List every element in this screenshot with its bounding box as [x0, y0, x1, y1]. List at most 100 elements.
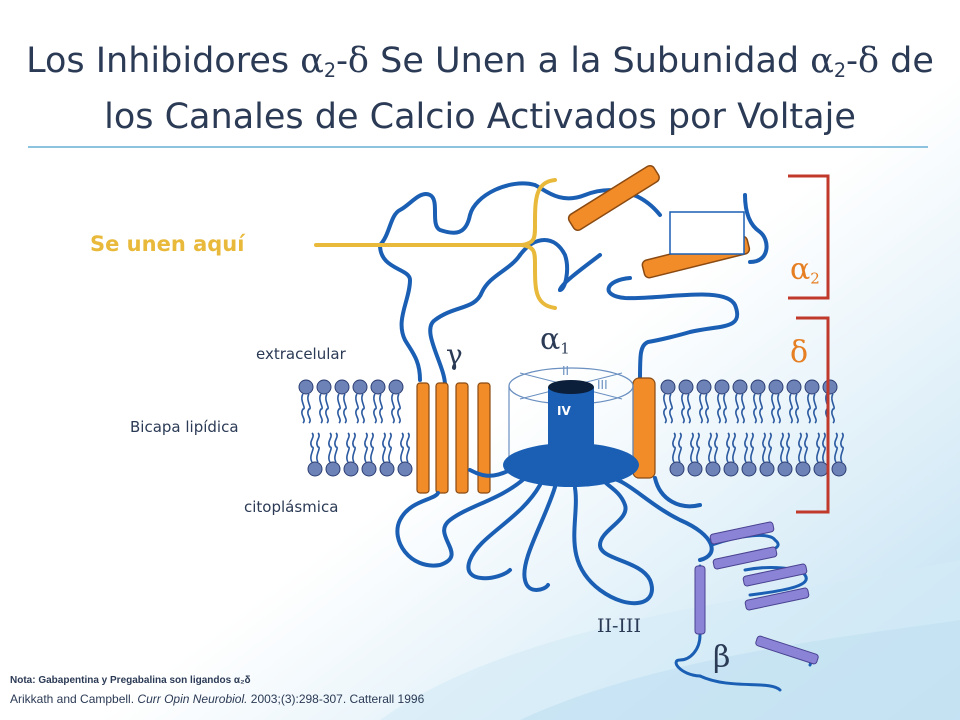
lipid-head	[397, 461, 413, 477]
gamma-subunit	[416, 382, 491, 494]
lipid-tail	[325, 393, 329, 424]
lipid-tail	[328, 432, 332, 463]
lipid-head	[732, 379, 748, 395]
gamma-label: γ	[446, 338, 463, 371]
lipid-tail	[310, 432, 314, 463]
lipid-tail	[678, 432, 682, 463]
lipid-tail	[786, 432, 790, 463]
lipid-tail	[762, 432, 766, 463]
lipid-head	[678, 379, 694, 395]
alpha1-label: α1	[540, 322, 570, 358]
lipid-tail	[696, 432, 700, 463]
lipid-head	[768, 379, 784, 395]
lipid-head	[714, 379, 730, 395]
domain-III-label: III	[597, 378, 608, 392]
bind-here-label: Se unen aquí	[90, 232, 245, 256]
binding-site-brace	[314, 178, 557, 310]
lipid-tail	[361, 393, 365, 424]
lipid-tail	[804, 432, 808, 463]
lipid-head	[325, 461, 341, 477]
lipid-tail	[753, 393, 757, 424]
lipid-head	[723, 461, 739, 477]
lipid-tail	[663, 393, 667, 424]
lipid-tail	[768, 432, 772, 463]
lipid-tail	[705, 393, 709, 424]
ref-authors: Arikkath and Campbell.	[10, 692, 138, 706]
lipid-tail	[789, 393, 793, 424]
lipid-head	[660, 379, 676, 395]
lipid-tail	[699, 393, 703, 424]
lipid-tail	[316, 432, 320, 463]
lipid-tail	[681, 393, 685, 424]
lipid-tail	[795, 393, 799, 424]
lipid-head	[370, 379, 386, 395]
lipid-head	[352, 379, 368, 395]
lipid-head	[786, 379, 802, 395]
lipid-head	[343, 461, 359, 477]
title-part1: Los Inhibidores	[26, 41, 301, 81]
lipid-tail	[831, 393, 835, 424]
lipid-tail	[822, 432, 826, 463]
lipid-tail	[780, 432, 784, 463]
cytoplasmic-label: citoplásmica	[244, 498, 339, 516]
lipid-tail	[708, 432, 712, 463]
lipid-tail	[346, 432, 350, 463]
alpha1-pore	[503, 367, 639, 487]
lipid-head	[361, 461, 377, 477]
title-delta-b: -δ	[846, 41, 880, 81]
lipid-tail	[726, 432, 730, 463]
alpha1-sub: 1	[560, 339, 570, 358]
title-part2: Se Unen a la Subunidad	[369, 41, 811, 81]
lipid-tail	[319, 393, 323, 424]
alpha2-symbol: α	[790, 252, 811, 287]
alpha2-helices	[567, 164, 751, 279]
lipid-tail	[307, 393, 311, 424]
title-sub-b: 2	[833, 58, 847, 82]
lipid-tail	[741, 393, 745, 424]
extracellular-label: extracelular	[256, 345, 346, 363]
lipid-head	[298, 379, 314, 395]
lipid-tail	[406, 432, 410, 463]
lipid-tail	[343, 393, 347, 424]
lipid-tail	[397, 393, 401, 424]
loop-II-III-label: II-III	[597, 615, 641, 637]
title-sub: 2	[323, 58, 337, 82]
lipid-tail	[840, 432, 844, 463]
lipid-tail	[771, 393, 775, 424]
lipid-head	[822, 379, 838, 395]
lipid-head	[316, 379, 332, 395]
lipid-head	[777, 461, 793, 477]
lipid-tail	[750, 432, 754, 463]
title-part3: de	[879, 41, 934, 81]
lipid-tail	[777, 393, 781, 424]
lipid-head	[687, 461, 703, 477]
lipid-tail	[813, 393, 817, 424]
title-alpha-b: α	[810, 41, 834, 81]
lipid-tail	[732, 432, 736, 463]
footer-reference: Arikkath and Campbell. Curr Opin Neurobi…	[10, 692, 424, 706]
lipid-head	[334, 379, 350, 395]
lipid-head	[759, 461, 775, 477]
title-delta: -δ	[336, 41, 370, 81]
lipid-head	[804, 379, 820, 395]
lipid-tail	[687, 393, 691, 424]
lipid-head	[750, 379, 766, 395]
subunit-brackets	[788, 174, 830, 514]
lipid-tail	[717, 393, 721, 424]
lipid-tail	[352, 432, 356, 463]
beta-subunit	[674, 521, 819, 692]
domain-II-label: II	[562, 364, 570, 378]
lipid-head	[813, 461, 829, 477]
alpha1-symbol: α	[540, 322, 561, 357]
domain-IV-label: IV	[557, 404, 571, 418]
alpha2-chain	[378, 181, 769, 387]
lipid-head	[307, 461, 323, 477]
lipid-tail	[337, 393, 341, 424]
lipid-head	[388, 379, 404, 395]
lipid-tail	[816, 432, 820, 463]
lipid-head	[831, 461, 847, 477]
beta-label: β	[713, 640, 731, 675]
lipid-tail	[714, 432, 718, 463]
lipid-tail	[370, 432, 374, 463]
